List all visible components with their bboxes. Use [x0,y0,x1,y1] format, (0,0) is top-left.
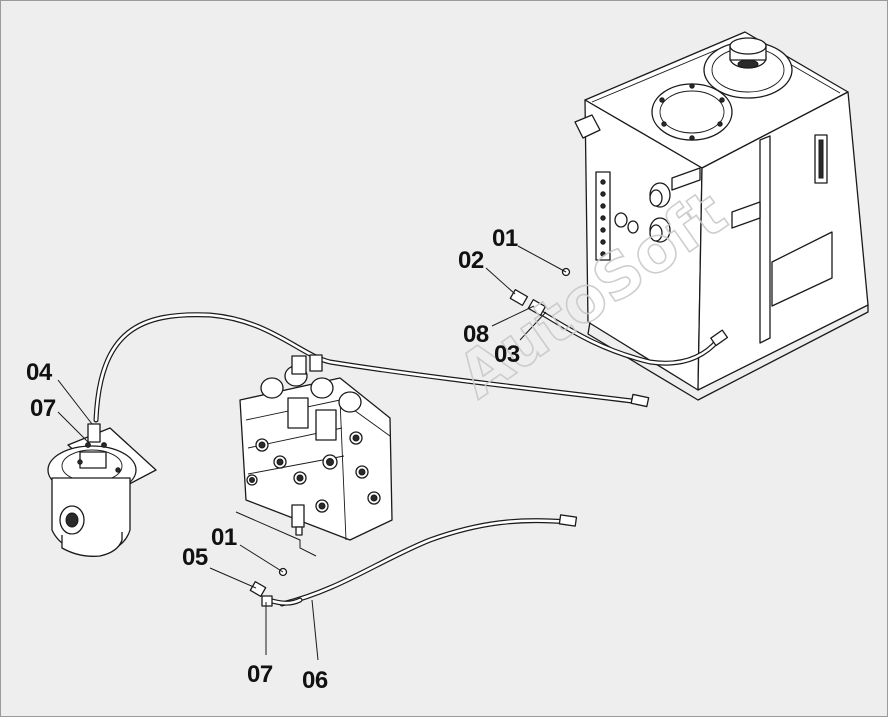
leader-lines [57,245,567,661]
tank-slot-inner [818,139,824,179]
tank-bracket [574,114,601,139]
callout-07-lower[interactable]: 07 [247,661,273,688]
tank-stiffener [759,135,771,344]
callout-02[interactable]: 02 [458,247,484,274]
hydraulic-hoses [93,309,721,607]
callout-01-lower[interactable]: 01 [211,524,237,551]
hose-fittings[interactable] [249,267,729,607]
callout-05[interactable]: 05 [182,544,208,571]
tank-hook [671,167,701,191]
callout-08[interactable]: 08 [463,321,489,348]
hydraulic-tank[interactable] [574,31,869,401]
tank-cover-plate[interactable] [651,83,733,141]
callout-01-upper[interactable]: 01 [492,225,518,252]
callout-labels: 01 02 08 03 04 07 01 05 07 06 [26,225,520,694]
swing-motor[interactable] [47,423,157,557]
callout-04[interactable]: 04 [26,359,53,386]
callout-06[interactable]: 06 [302,667,328,694]
valve-body [239,377,393,541]
valve-lower-port [291,504,305,528]
tank-nameplate [771,231,833,307]
tank-filter-cap[interactable] [703,37,793,99]
callout-07-upper[interactable]: 07 [30,395,56,422]
callout-03[interactable]: 03 [494,341,520,368]
control-valve[interactable] [239,354,393,541]
tank-plate [731,201,761,229]
tank-base [587,304,869,401]
